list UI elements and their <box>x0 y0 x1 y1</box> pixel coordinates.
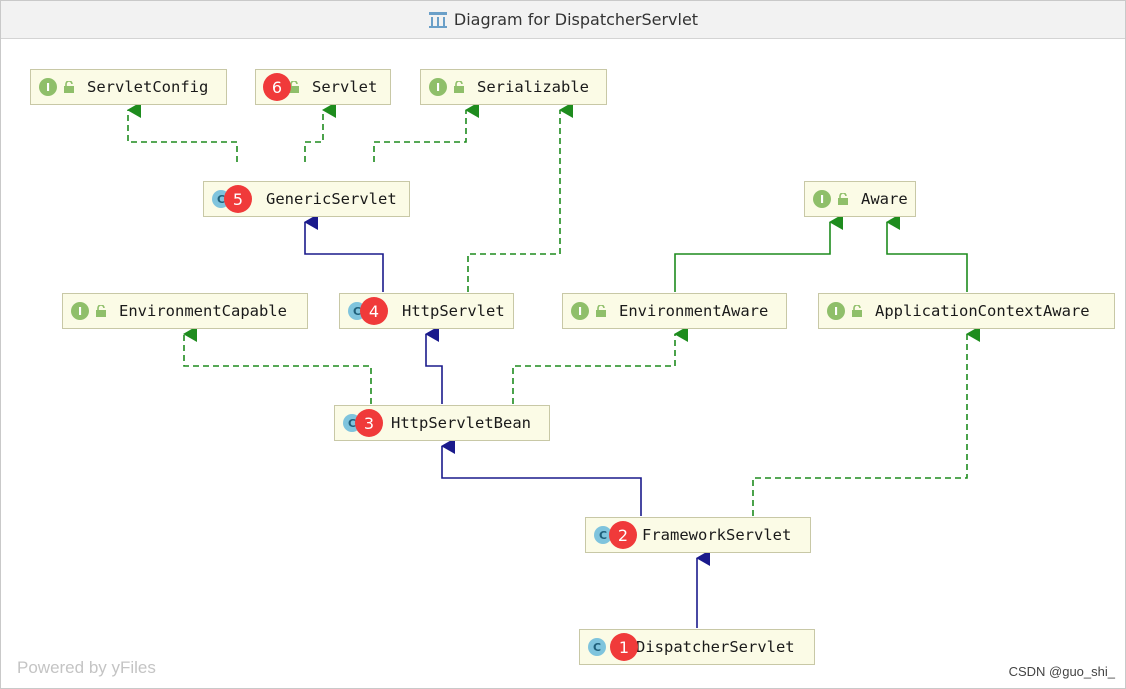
diagram-icon <box>428 11 447 28</box>
node-label: Servlet <box>312 78 378 96</box>
watermark: CSDN @guo_shi_ <box>1008 664 1115 679</box>
node-frameworkservlet[interactable]: C FrameworkServlet 2 <box>585 517 811 553</box>
node-servlet[interactable]: I Servlet 6 <box>255 69 391 105</box>
interface-icon: I <box>813 190 831 208</box>
lock-icon <box>454 81 464 93</box>
step-marker: 3 <box>355 409 383 437</box>
node-label: Aware <box>861 190 908 208</box>
powered-by-label: Powered by yFiles <box>17 658 156 677</box>
edge-httpservletbean-environmentaware <box>512 326 688 404</box>
edge-httpservletbean-httpservlet <box>425 326 443 404</box>
interface-icon: I <box>827 302 845 320</box>
node-servletconfig[interactable]: I ServletConfig <box>30 69 227 105</box>
node-label: EnvironmentAware <box>619 302 769 320</box>
node-environmentcapable[interactable]: I EnvironmentCapable <box>62 293 308 329</box>
node-applicationcontextaware[interactable]: I ApplicationContextAware <box>818 293 1115 329</box>
lock-icon <box>289 81 299 93</box>
node-label: DispatcherServlet <box>636 638 795 656</box>
edge-genericservlet-servlet <box>304 102 336 162</box>
edge-genericservlet-serializable <box>373 102 479 162</box>
interface-icon: I <box>571 302 589 320</box>
title-bar: Diagram for DispatcherServlet <box>1 1 1125 39</box>
node-label: FrameworkServlet <box>642 526 792 544</box>
edge-applicationcontextaware-aware <box>886 214 968 292</box>
step-marker: 6 <box>263 73 291 101</box>
class-icon: C <box>588 638 606 656</box>
class-icon: C <box>594 526 612 544</box>
node-label: ApplicationContextAware <box>875 302 1090 320</box>
lock-icon <box>852 305 862 317</box>
edges-layer <box>127 102 980 628</box>
interface-icon: I <box>71 302 89 320</box>
edge-httpservlet-genericservlet <box>304 214 384 292</box>
lock-icon <box>64 81 74 93</box>
step-marker: 2 <box>609 521 637 549</box>
edge-frameworkservlet-httpservletbean <box>441 438 642 516</box>
node-label: HttpServlet <box>402 302 505 320</box>
edge-genericservlet-servletconfig <box>127 102 238 162</box>
node-environmentaware[interactable]: I EnvironmentAware <box>562 293 787 329</box>
step-marker: 4 <box>360 297 388 325</box>
edge-httpservletbean-environmentcapable <box>183 326 372 404</box>
lock-icon <box>96 305 106 317</box>
node-label: EnvironmentCapable <box>119 302 287 320</box>
step-marker: 5 <box>224 185 252 213</box>
edge-environmentaware-aware <box>674 214 843 292</box>
interface-icon: I <box>429 78 447 96</box>
interface-icon: I <box>39 78 57 96</box>
edge-httpservlet-serializable <box>467 102 573 292</box>
window-title: Diagram for DispatcherServlet <box>453 10 699 29</box>
lock-icon <box>838 193 848 205</box>
node-label: GenericServlet <box>266 190 397 208</box>
node-serializable[interactable]: I Serializable <box>420 69 607 105</box>
edge-frameworkservlet-applicationcontextaware <box>752 326 980 516</box>
lock-icon <box>596 305 606 317</box>
diagram-canvas[interactable]: I ServletConfig I Servlet 6 I Serializab… <box>1 39 1125 688</box>
node-genericservlet[interactable]: C GenericServlet 5 <box>203 181 410 217</box>
step-marker: 1 <box>610 633 638 661</box>
node-label: Serializable <box>477 78 589 96</box>
node-httpservlet[interactable]: C HttpServlet 4 <box>339 293 514 329</box>
node-label: ServletConfig <box>87 78 209 96</box>
node-dispatcherservlet[interactable]: C DispatcherServlet 1 <box>579 629 815 665</box>
node-httpservletbean[interactable]: C HttpServletBean 3 <box>334 405 550 441</box>
node-aware[interactable]: I Aware <box>804 181 916 217</box>
node-label: HttpServletBean <box>391 414 531 432</box>
